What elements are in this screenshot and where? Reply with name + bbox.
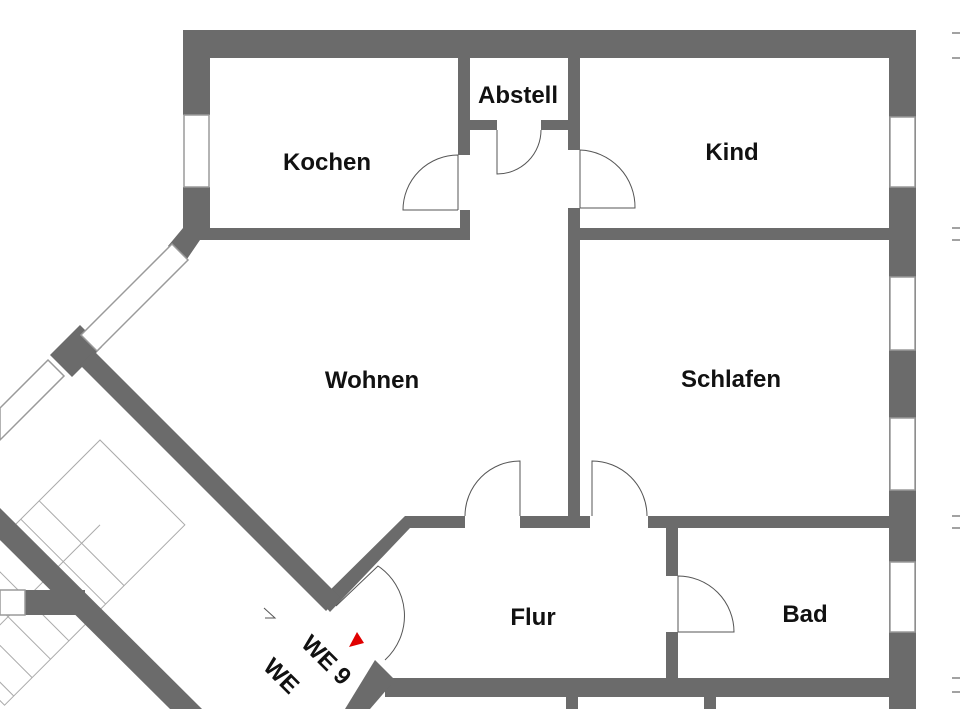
stair-step (0, 592, 33, 678)
dimension-ticks (952, 32, 960, 693)
room-label-wohnen: Wohnen (325, 367, 419, 394)
entrance-marker-icon (349, 632, 364, 647)
unit-label-we: WE (258, 653, 304, 699)
doors (263, 129, 735, 661)
room-label-schlafen: Schlafen (681, 366, 781, 393)
stair-step (0, 610, 15, 697)
room-label-kind: Kind (705, 139, 758, 166)
room-label-abstell: Abstell (478, 82, 558, 109)
room-label-bad: Bad (782, 601, 827, 628)
room-label-flur: Flur (510, 604, 555, 631)
windows (0, 114, 916, 633)
unit-label-we9: WE 9 (296, 630, 357, 691)
room-label-kochen: Kochen (283, 149, 371, 176)
